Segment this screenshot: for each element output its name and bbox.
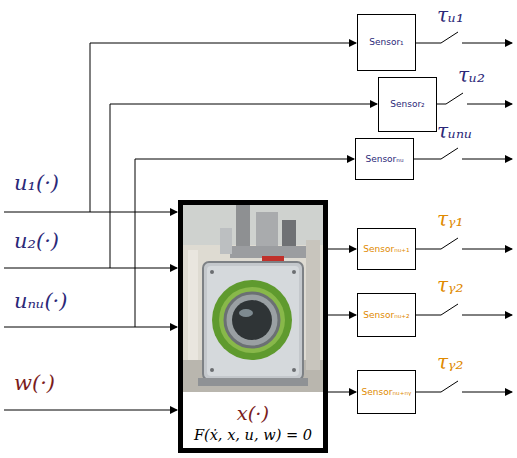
input-wire <box>4 268 177 269</box>
sampling-time: τᵤₙᵤ <box>437 120 472 142</box>
sensor-box: Sensorₙᵤ <box>355 138 414 180</box>
sensor-box: Sensorₙᵤ₊₂ <box>357 293 416 337</box>
output-connector <box>328 249 356 250</box>
sampling-switch <box>416 381 512 392</box>
output-connector <box>328 392 356 393</box>
branch-wire <box>135 159 354 327</box>
sensor-box: Sensorₙᵤ₊ₙᵧ <box>357 370 416 414</box>
sampling-switch <box>416 304 512 315</box>
sensor-label: Sensorₙᵤ₊₁ <box>363 245 409 254</box>
sampling-time: τᵧ₁ <box>437 208 464 230</box>
sensor-label: Sensorₙᵤ₊₂ <box>363 311 409 320</box>
sampling-time: τᵤ₂ <box>458 64 485 86</box>
input-wire <box>4 410 177 411</box>
sampling-switch <box>416 32 512 43</box>
sensor-label: Sensor₁ <box>369 38 403 47</box>
sensor-label: Sensorₙᵤ <box>365 155 403 164</box>
equation-label: F(ẋ, x, u, w) = 0 <box>183 426 323 445</box>
disturbance-signal: w(·) <box>14 372 55 395</box>
plant-box: x(·)F(ẋ, x, u, w) = 0 <box>178 200 328 453</box>
sensor-label: Sensorₙᵤ₊ₙᵧ <box>362 388 412 397</box>
sampling-switch <box>416 238 512 249</box>
sampling-time: τᵤ₁ <box>437 4 464 26</box>
output-connector <box>328 315 356 316</box>
input-wire <box>4 327 177 328</box>
sampling-switch <box>437 93 512 104</box>
sensor-box: Sensor₂ <box>378 77 437 132</box>
sampling-time: τᵧ₂ <box>437 351 464 373</box>
sensor-label: Sensor₂ <box>390 100 424 109</box>
branch-wire <box>90 43 356 212</box>
sampling-time: τᵧ₂ <box>437 274 464 296</box>
input-signal: uₙᵤ(·) <box>14 290 67 313</box>
sensor-box: Sensor₁ <box>357 14 416 71</box>
sensor-box: Sensorₙᵤ₊₁ <box>357 228 416 270</box>
input-signal: u₁(·) <box>14 172 59 195</box>
input-signal: u₂(·) <box>14 230 59 253</box>
sampling-switch <box>414 148 512 159</box>
branch-wire <box>110 104 377 268</box>
state-label: x(·) <box>183 401 323 426</box>
